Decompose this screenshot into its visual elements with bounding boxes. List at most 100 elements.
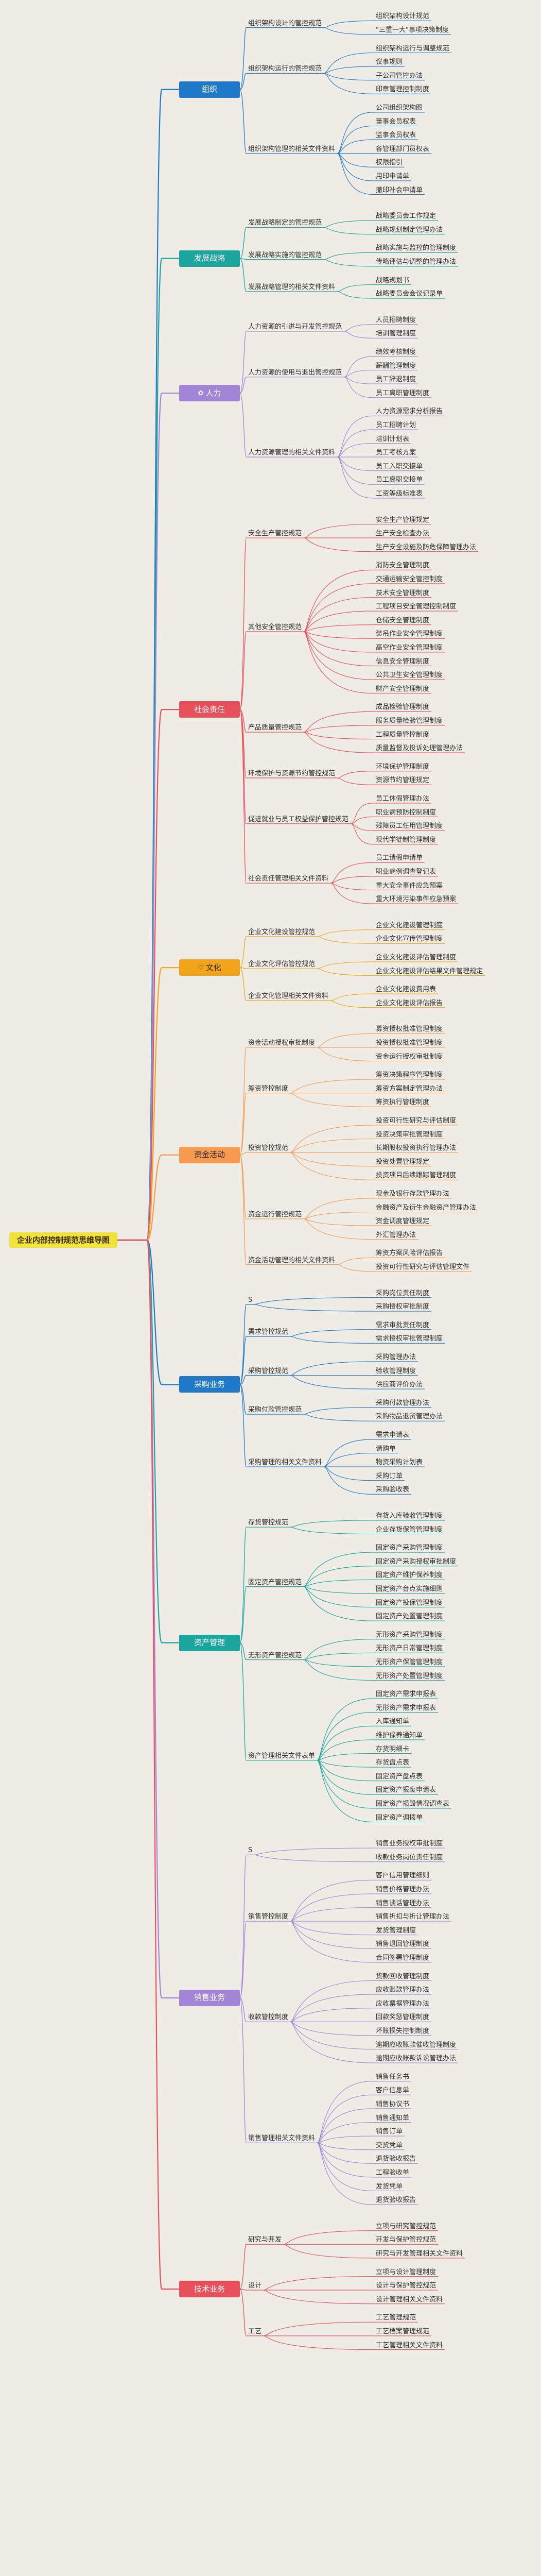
- leaf-funds-1-1[interactable]: 筹资方案制定管理办法: [376, 1084, 443, 1093]
- leaf-sales-3-7[interactable]: 工程验收单: [376, 2168, 410, 2177]
- topic-hr-2[interactable]: 人力资源管理的相关文件资料: [248, 449, 336, 457]
- topic-org-0[interactable]: 组织架构设计的管控规范: [248, 19, 322, 27]
- leaf-org-2-6[interactable]: 撤印补会申请单: [376, 186, 423, 194]
- leaf-social-4-3[interactable]: 现代学徒制管理制度: [376, 836, 437, 844]
- leaf-org-2-3[interactable]: 各管理部门员权表: [376, 145, 430, 153]
- topic-culture-2[interactable]: 企业文化管理相关文件资料: [248, 992, 329, 1001]
- leaf-sales-1-5[interactable]: 销售退回管理制度: [376, 1940, 430, 1948]
- leaf-social-1-6[interactable]: 高空作业安全管理制度: [376, 643, 443, 652]
- leaf-social-2-3[interactable]: 质量监督及投诉处理管理办法: [376, 744, 463, 753]
- leaf-assets-3-8[interactable]: 固定资产损毁情况调查表: [376, 1800, 450, 1808]
- leaf-social-1-0[interactable]: 消防安全管理制度: [376, 562, 430, 570]
- leaf-hr-2-4[interactable]: 员工入职交接单: [376, 462, 423, 470]
- leaf-sales-3-2[interactable]: 销售协议书: [376, 2100, 410, 2108]
- leaf-culture-0-1[interactable]: 企业文化宣传管理制度: [376, 935, 443, 943]
- leaf-sales-3-4[interactable]: 销售订单: [376, 2128, 403, 2136]
- leaf-purchase-4-4[interactable]: 采购验收表: [376, 1486, 410, 1494]
- leaf-purchase-4-0[interactable]: 需求申请表: [376, 1431, 410, 1439]
- leaf-social-5-0[interactable]: 员工请假申请单: [376, 854, 423, 862]
- branch-org[interactable]: 组织: [179, 81, 240, 98]
- leaf-rnd-0-1[interactable]: 开发与保护管控规范: [376, 2236, 437, 2244]
- leaf-social-4-1[interactable]: 职业病预防控制制度: [376, 808, 437, 817]
- leaf-hr-2-3[interactable]: 员工考核方案: [376, 449, 416, 457]
- leaf-org-0-0[interactable]: 组织架构设计规范: [376, 12, 430, 21]
- leaf-funds-3-2[interactable]: 资金调度管理规定: [376, 1217, 430, 1226]
- leaf-purchase-4-2[interactable]: 物资采购计划表: [376, 1459, 423, 1467]
- leaf-purchase-2-2[interactable]: 供应商评价办法: [376, 1381, 423, 1389]
- topic-culture-0[interactable]: 企业文化建设管控规范: [248, 928, 316, 936]
- leaf-funds-3-0[interactable]: 现金及银行存款管理办法: [376, 1190, 450, 1198]
- topic-social-5[interactable]: 社会责任管理相关文件资料: [248, 875, 329, 883]
- leaf-assets-3-5[interactable]: 存货盘点表: [376, 1759, 410, 1767]
- leaf-org-0-1[interactable]: "三重一大"事项决策制度: [376, 26, 449, 34]
- leaf-assets-1-5[interactable]: 固定资产处置管理制度: [376, 1613, 443, 1621]
- leaf-culture-2-1[interactable]: 企业文化建设评估报告: [376, 999, 443, 1007]
- leaf-funds-2-1[interactable]: 投资决策审批管理制度: [376, 1130, 443, 1139]
- leaf-sales-1-0[interactable]: 客户信用管理细则: [376, 1872, 430, 1880]
- leaf-assets-1-3[interactable]: 固定资产台点实施细则: [376, 1585, 443, 1593]
- leaf-assets-3-7[interactable]: 固定资产报废申请表: [376, 1786, 437, 1794]
- leaf-hr-1-1[interactable]: 薪酬管理制度: [376, 362, 416, 370]
- leaf-purchase-3-0[interactable]: 采购付款管理办法: [376, 1399, 430, 1407]
- leaf-rnd-0-0[interactable]: 立项与研究管控规范: [376, 2222, 437, 2230]
- topic-strategy-1[interactable]: 发展战略实施的管控规范: [248, 251, 322, 259]
- leaf-assets-2-0[interactable]: 无形资产采购管理制度: [376, 1631, 443, 1639]
- leaf-funds-2-2[interactable]: 长期股权投资执行管理办法: [376, 1144, 457, 1153]
- leaf-sales-2-3[interactable]: 回款奖惩管理制度: [376, 2013, 430, 2022]
- leaf-funds-2-4[interactable]: 投资项目后续跟踪管理制度: [376, 1172, 457, 1180]
- topic-assets-3[interactable]: 资产管理相关文件表单: [248, 1752, 316, 1760]
- leaf-org-1-1[interactable]: 议事规则: [376, 58, 403, 66]
- leaf-assets-1-0[interactable]: 固定资产采购管理制度: [376, 1544, 443, 1552]
- leaf-social-0-0[interactable]: 安全生产管理规定: [376, 516, 430, 524]
- leaf-assets-1-2[interactable]: 固定资产维护保养制度: [376, 1571, 443, 1580]
- leaf-assets-0-0[interactable]: 存货入库验收管理制度: [376, 1512, 443, 1520]
- leaf-social-4-2[interactable]: 残障员工任用管理制度: [376, 822, 443, 831]
- leaf-social-1-2[interactable]: 技术安全管理制度: [376, 589, 430, 597]
- leaf-sales-0-1[interactable]: 收款业务岗位责任制度: [376, 1853, 443, 1861]
- leaf-social-1-9[interactable]: 财产安全管理制度: [376, 685, 430, 693]
- leaf-culture-1-1[interactable]: 企业文化建设评估结果文件管理规定: [376, 967, 483, 975]
- leaf-org-2-5[interactable]: 用印申请单: [376, 172, 410, 180]
- leaf-hr-1-0[interactable]: 绩效考核制度: [376, 348, 416, 356]
- leaf-assets-3-9[interactable]: 固定资产调拨单: [376, 1814, 423, 1822]
- leaf-funds-4-0[interactable]: 筹资方案风险评估报告: [376, 1249, 443, 1258]
- branch-assets[interactable]: 资产管理: [179, 1634, 240, 1651]
- topic-social-3[interactable]: 环境保护与资源节约管控规范: [248, 770, 336, 777]
- leaf-sales-2-6[interactable]: 逾期应收账款诉讼管理办法: [376, 2055, 457, 2063]
- branch-culture[interactable]: ♡文化: [179, 959, 240, 976]
- topic-culture-1[interactable]: 企业文化评估管控规范: [248, 960, 316, 969]
- branch-hr[interactable]: ✿人力: [179, 385, 240, 402]
- leaf-funds-2-0[interactable]: 投资可行性研究与评估制度: [376, 1116, 457, 1125]
- branch-social[interactable]: 社会责任: [179, 701, 240, 718]
- topic-purchase-1[interactable]: 需求管控规范: [248, 1328, 289, 1336]
- leaf-assets-3-3[interactable]: 维护保养通知单: [376, 1731, 423, 1739]
- leaf-purchase-1-0[interactable]: 需求审批责任制度: [376, 1321, 430, 1329]
- topic-assets-2[interactable]: 无形资产管控规范: [248, 1651, 302, 1659]
- leaf-social-2-2[interactable]: 工程质量管控制度: [376, 731, 430, 739]
- leaf-purchase-2-1[interactable]: 验收管理制度: [376, 1367, 416, 1375]
- leaf-funds-0-0[interactable]: 募资授权批准管理制度: [376, 1025, 443, 1033]
- topic-funds-3[interactable]: 资金运行管控规范: [248, 1210, 302, 1218]
- leaf-funds-3-1[interactable]: 金融资产及衍生金融资产管理办法: [376, 1204, 477, 1212]
- topic-purchase-0[interactable]: S: [248, 1296, 253, 1304]
- leaf-assets-3-6[interactable]: 固定资产盘点表: [376, 1772, 423, 1781]
- topic-org-2[interactable]: 组织架构管理的相关文件资料: [248, 145, 336, 153]
- topic-funds-4[interactable]: 资金活动管理的相关文件资料: [248, 1256, 336, 1264]
- leaf-assets-2-2[interactable]: 无形资产保管管理制度: [376, 1658, 443, 1666]
- leaf-funds-3-3[interactable]: 外汇管理办法: [376, 1231, 416, 1239]
- leaf-sales-1-2[interactable]: 销售谈话管理办法: [376, 1899, 430, 1907]
- leaf-rnd-1-1[interactable]: 设计与保护管控规范: [376, 2282, 437, 2290]
- topic-assets-0[interactable]: 存货管控规范: [248, 1519, 289, 1527]
- leaf-sales-3-0[interactable]: 销售任务书: [376, 2073, 410, 2081]
- leaf-social-3-0[interactable]: 环境保护管理制度: [376, 762, 430, 771]
- leaf-funds-0-1[interactable]: 投资授权批准管理制度: [376, 1039, 443, 1047]
- leaf-purchase-3-1[interactable]: 采购物品退货管理办法: [376, 1413, 443, 1421]
- leaf-sales-2-5[interactable]: 逾期应收账款催收管理制度: [376, 2041, 457, 2049]
- topic-purchase-3[interactable]: 采购付款管控规范: [248, 1406, 302, 1414]
- leaf-org-2-2[interactable]: 监事会员权表: [376, 131, 416, 140]
- leaf-rnd-1-2[interactable]: 设计管理相关文件资料: [376, 2295, 443, 2303]
- leaf-assets-2-3[interactable]: 无形资产处置管理制度: [376, 1672, 443, 1680]
- leaf-purchase-2-0[interactable]: 采购管理办法: [376, 1353, 416, 1361]
- topic-social-2[interactable]: 产品质量管控规范: [248, 724, 302, 732]
- leaf-sales-1-6[interactable]: 合同签署管理制度: [376, 1954, 430, 1962]
